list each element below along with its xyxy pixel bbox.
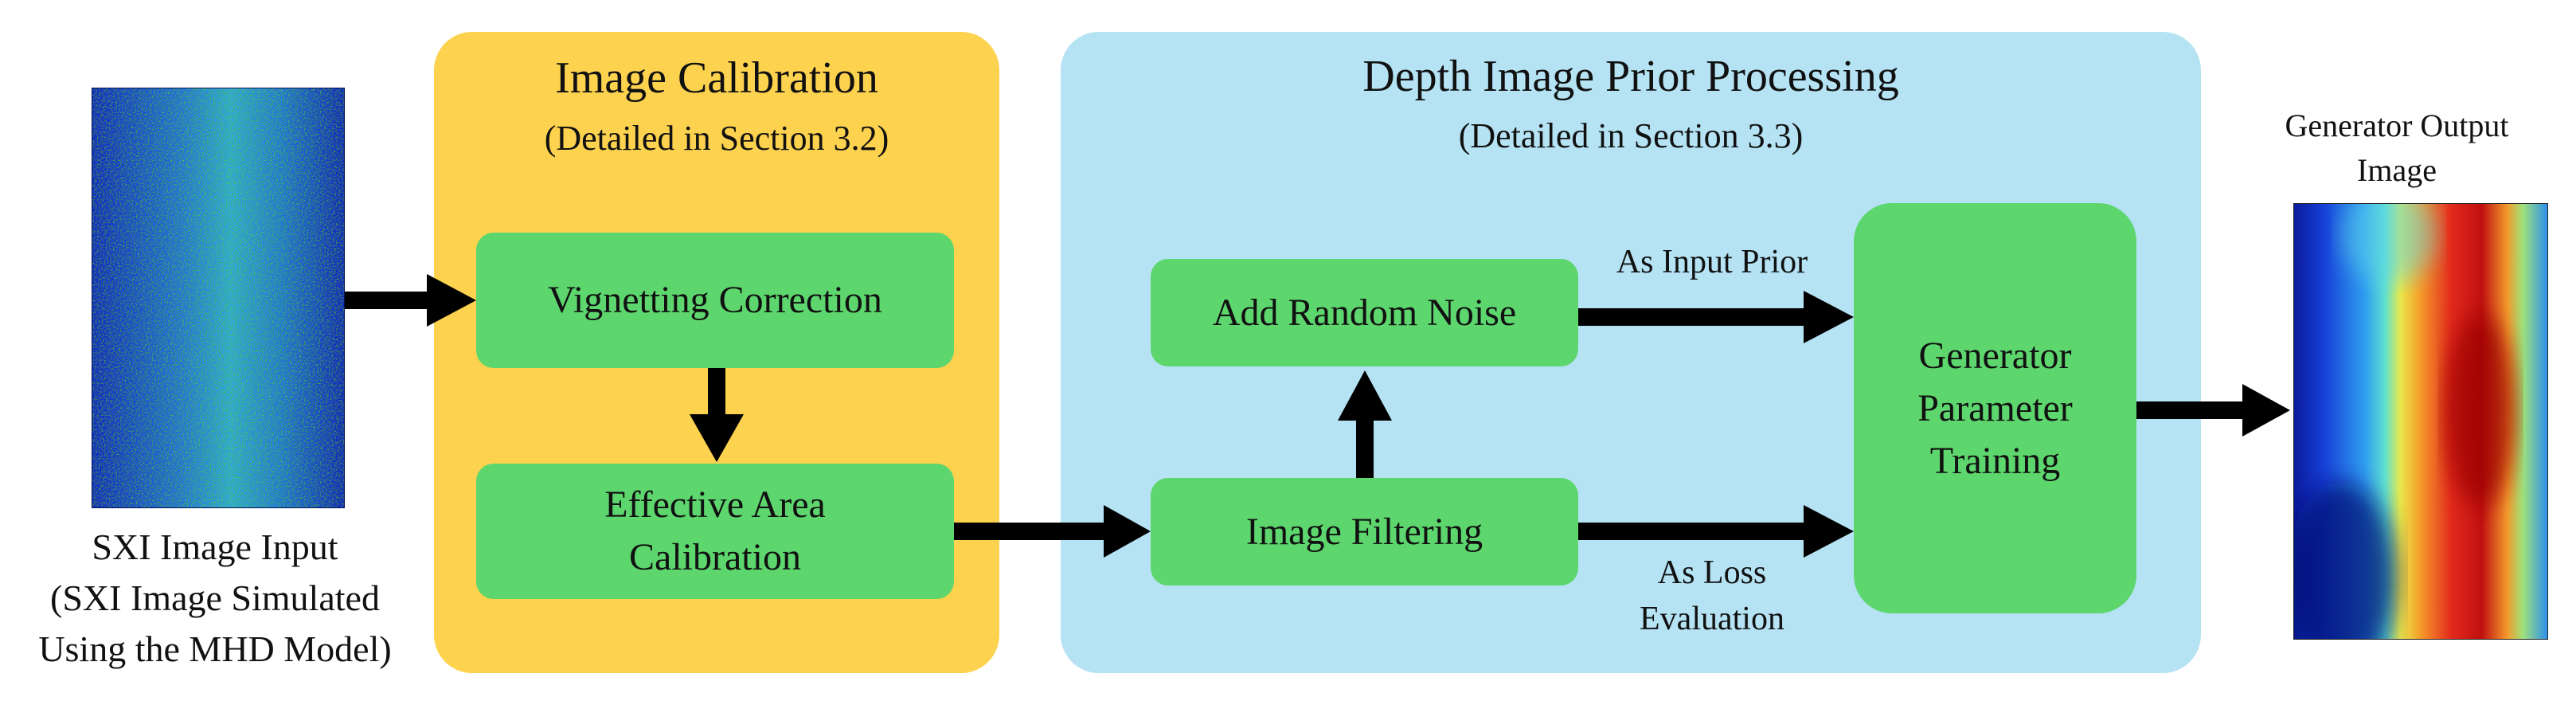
effective-area-label-line-1: Effective Area — [604, 484, 826, 526]
effective-area-label-line-2: Calibration — [629, 536, 801, 578]
output-caption-line-2: Image — [2357, 152, 2437, 188]
arrow-input-to-vignetting — [345, 274, 476, 327]
dip-subtitle: (Detailed in Section 3.3) — [1458, 116, 1804, 155]
output-caption: Generator Output Image — [2246, 104, 2548, 193]
vignetting-correction-box: Vignetting Correction — [476, 233, 954, 368]
generator-label-line-2: Parameter — [1917, 386, 2073, 429]
arrow-filtering-to-add-noise — [1338, 370, 1392, 478]
input-caption-line-3: Using the MHD Model) — [38, 629, 392, 669]
generator-output-image — [2293, 203, 2548, 640]
arrow-vignetting-to-effective-area — [690, 368, 744, 462]
generator-label-line-3: Training — [1929, 439, 2061, 482]
generator-label-line-1: Generator — [1918, 334, 2072, 377]
image-filtering-box: Image Filtering — [1151, 478, 1578, 585]
arrow-filtering-to-generator — [1578, 505, 1854, 558]
calibration-title: Image Calibration — [555, 53, 878, 103]
image-filtering-label: Image Filtering — [1245, 510, 1483, 553]
as-loss-evaluation-label: As Loss Evaluation — [1585, 550, 1839, 642]
generator-parameter-training-box: Generator Parameter Training — [1854, 203, 2136, 613]
add-random-noise-box: Add Random Noise — [1151, 259, 1578, 366]
effective-area-calibration-box: Effective Area Calibration — [476, 464, 954, 599]
arrow-calibration-to-filtering — [954, 505, 1151, 558]
as-loss-line-2: Evaluation — [1640, 601, 1784, 637]
as-loss-line-1: As Loss — [1657, 554, 1767, 591]
dip-title: Depth Image Prior Processing — [1362, 52, 1899, 101]
add-random-noise-label: Add Random Noise — [1212, 291, 1517, 334]
input-caption-line-1: SXI Image Input — [92, 527, 338, 567]
arrow-generator-to-output — [2136, 384, 2290, 437]
input-caption: SXI Image Input (SXI Image Simulated Usi… — [16, 522, 414, 675]
output-caption-line-1: Generator Output — [2285, 108, 2509, 143]
calibration-subtitle: (Detailed in Section 3.2) — [544, 119, 889, 158]
arrow-add-noise-to-generator — [1578, 291, 1854, 343]
sxi-input-image — [92, 88, 345, 508]
as-input-prior-label: As Input Prior — [1616, 244, 1808, 280]
input-caption-line-2: (SXI Image Simulated — [50, 578, 380, 618]
vignetting-correction-label: Vignetting Correction — [548, 279, 882, 321]
